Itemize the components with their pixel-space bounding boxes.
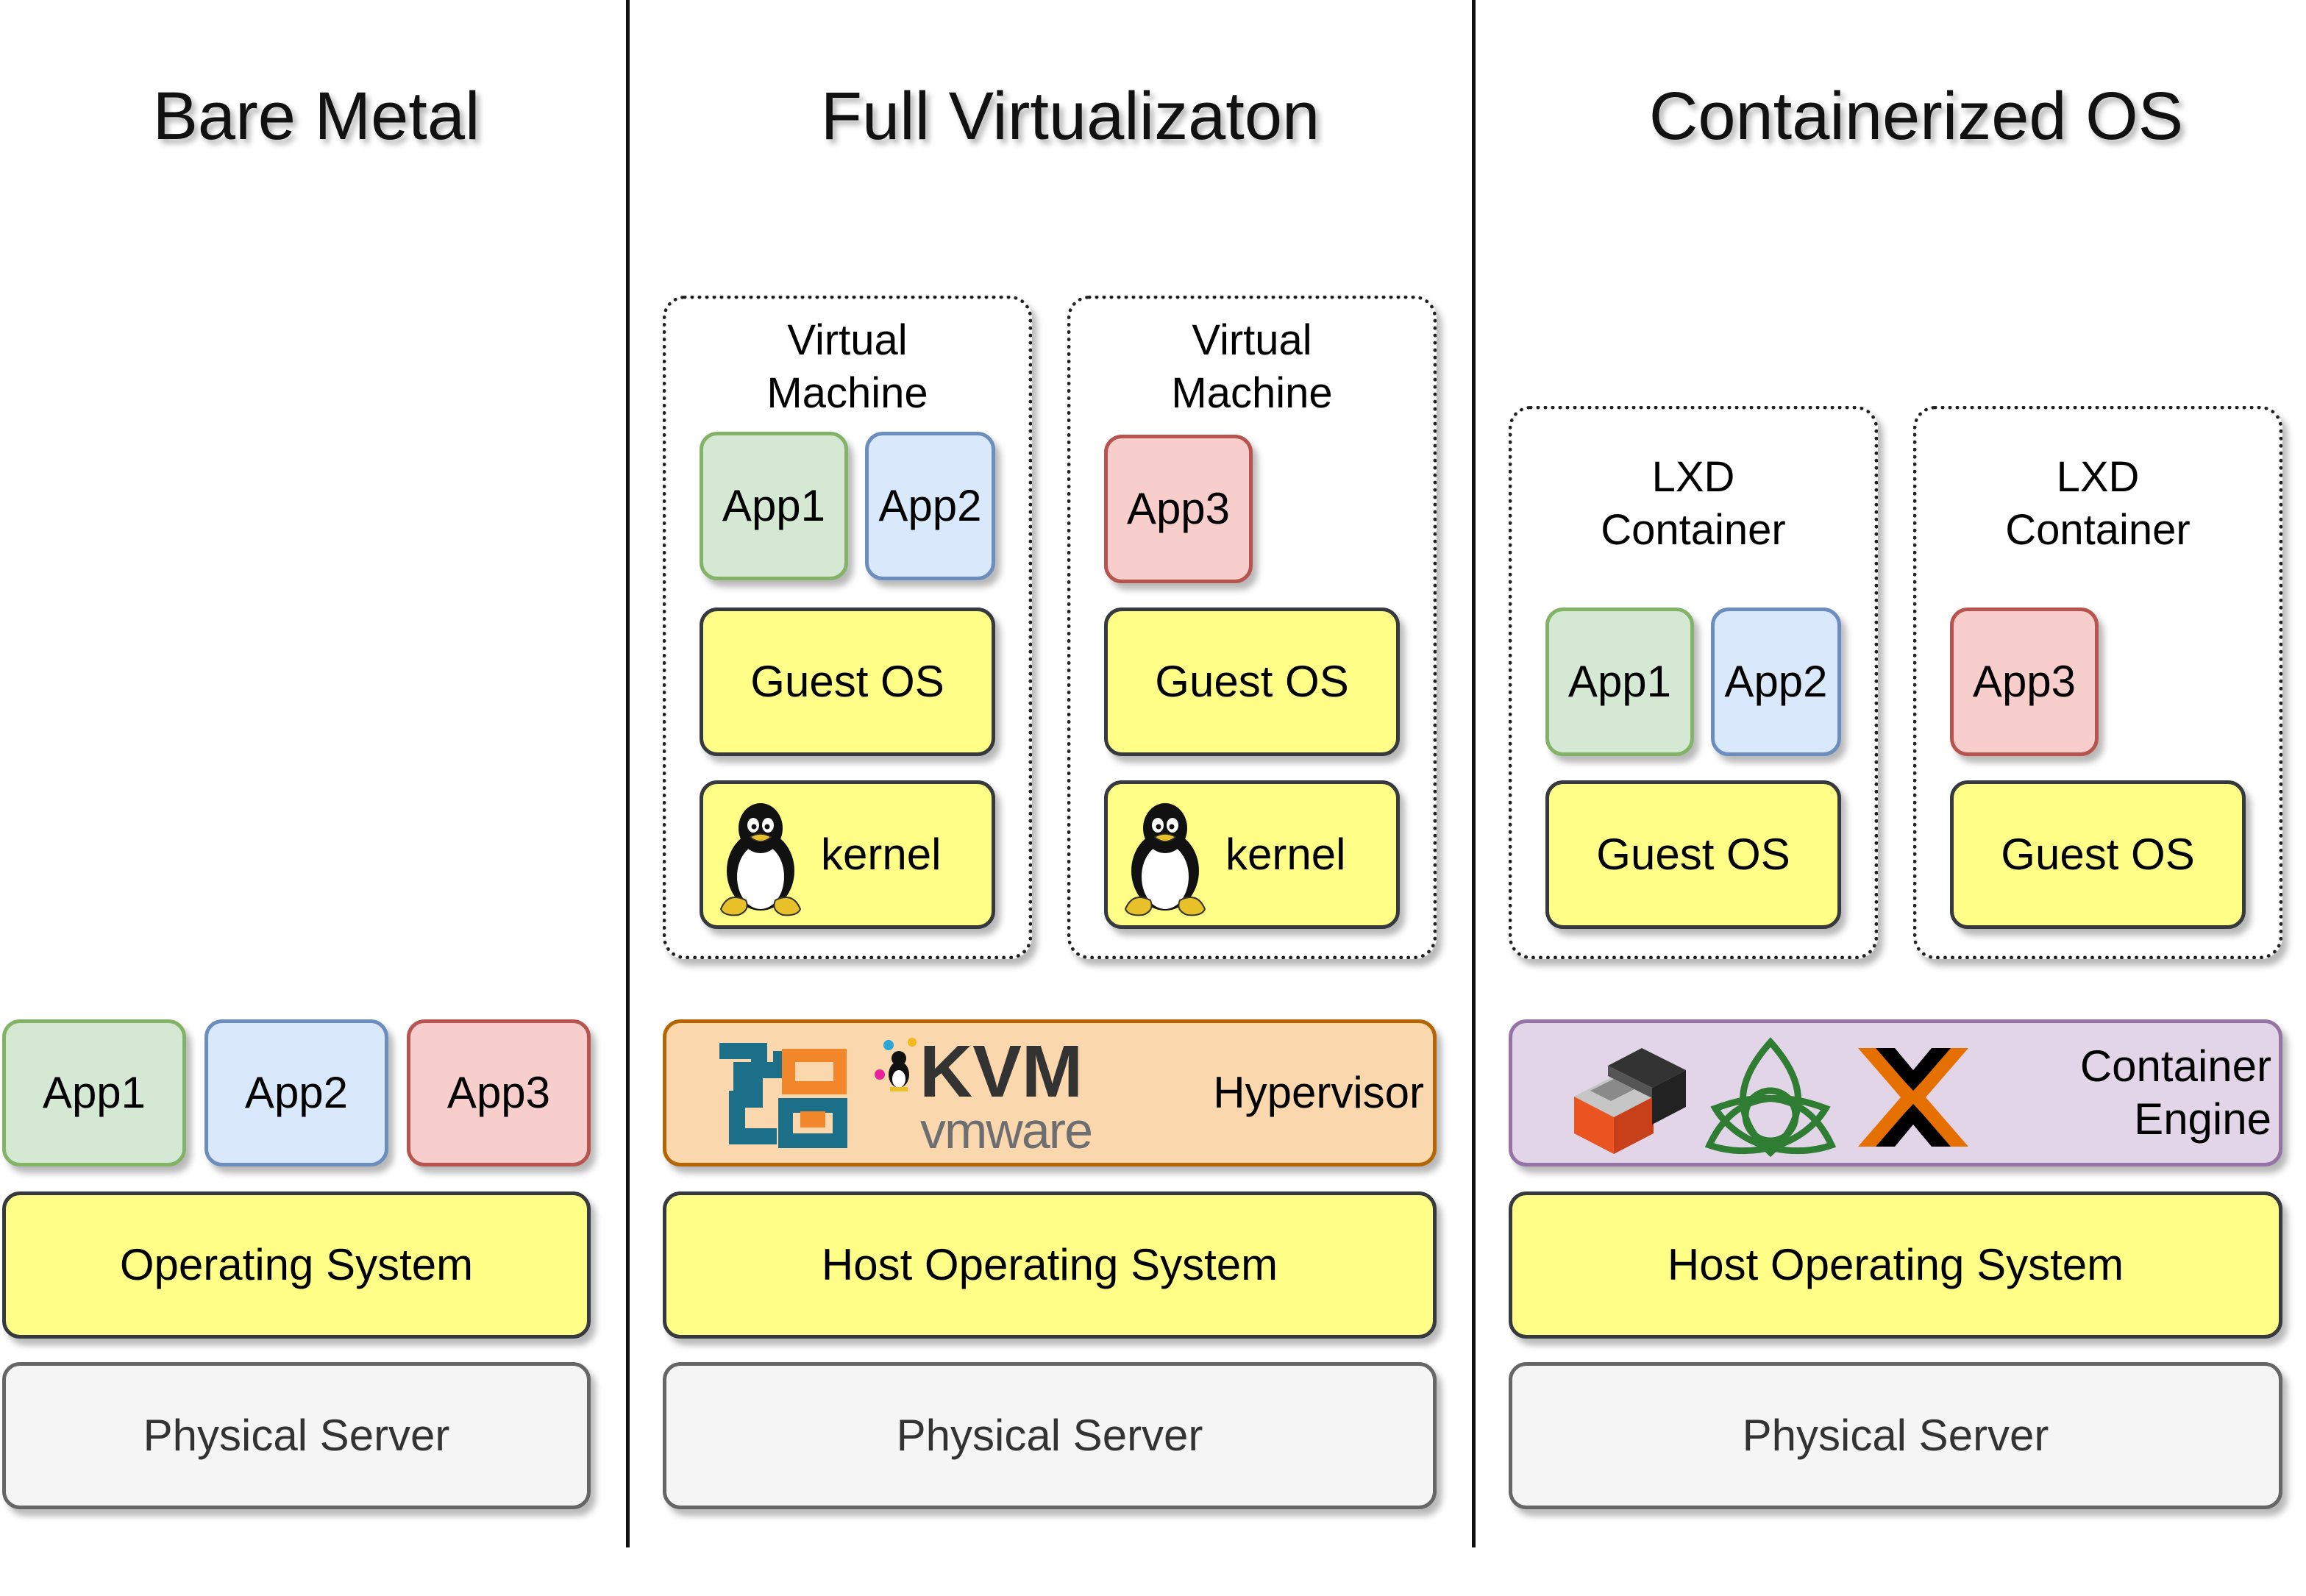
vm-label-line2: Machine	[766, 369, 928, 417]
physical-server-box: Physical Server	[663, 1362, 1437, 1509]
engine-label-line1: Container	[2079, 1041, 2271, 1091]
kernel-box: kernel	[1104, 780, 1400, 929]
container-engine-box: Container Engine	[1509, 1019, 2282, 1166]
vm-label-line1: Virtual	[787, 316, 908, 364]
kernel-box: kernel	[700, 780, 995, 929]
vm-label-line1: Virtual	[1192, 316, 1312, 364]
container-label-line2: Container	[1601, 506, 1786, 554]
container-engine-label: Container Engine	[2080, 1040, 2271, 1146]
column-divider-2	[1472, 0, 1476, 1547]
guest-os-box: Guest OS	[700, 608, 995, 756]
proxmox-icon	[1858, 1048, 1968, 1147]
physical-server-box: Physical Server	[2, 1362, 591, 1509]
operating-system-box: Operating System	[2, 1191, 591, 1339]
guest-os-box: Guest OS	[1104, 608, 1400, 756]
app3-box: App3	[1104, 435, 1253, 583]
heading-bare-metal: Bare Metal	[152, 79, 480, 154]
triquetra-icon	[1704, 1037, 1837, 1158]
app1-box: App1	[1545, 608, 1694, 756]
kernel-label: kernel	[1225, 830, 1346, 879]
app1-box: App1	[700, 432, 848, 580]
column-divider-1	[626, 0, 630, 1547]
hypervisor-box: KVM vmware Hypervisor	[663, 1019, 1437, 1166]
virtualbox-icon	[719, 1043, 847, 1148]
guest-os-box: Guest OS	[1545, 780, 1841, 929]
tux-penguin-icon	[719, 803, 802, 916]
kernel-label: kernel	[821, 830, 942, 879]
vmware-logo-text: vmware	[920, 1102, 1092, 1159]
hypervisor-label: Hypervisor	[1213, 1068, 1424, 1117]
app3-box: App3	[407, 1019, 591, 1166]
guest-os-box: Guest OS	[1950, 780, 2246, 929]
lxd-icon	[1574, 1048, 1686, 1154]
vmware-logo: vmware	[920, 1102, 1093, 1159]
app3-box: App3	[1950, 608, 2099, 756]
tux-penguin-icon	[1124, 803, 1206, 916]
host-operating-system-box: Host Operating System	[1509, 1191, 2282, 1339]
app2-box: App2	[1711, 608, 1841, 756]
kvm-logo: KVM	[875, 1030, 1083, 1113]
app2-box: App2	[204, 1019, 388, 1166]
engine-label-line2: Engine	[2134, 1094, 2271, 1144]
heading-full-virtualization: Full Virtualizaton	[820, 79, 1320, 154]
vm-label-line2: Machine	[1171, 369, 1333, 417]
heading-containerized-os: Containerized OS	[1648, 79, 2184, 154]
container-label-line1: LXD	[2056, 453, 2140, 501]
app1-box: App1	[2, 1019, 186, 1166]
physical-server-box: Physical Server	[1509, 1362, 2282, 1509]
app2-box: App2	[865, 432, 995, 580]
host-operating-system-box: Host Operating System	[663, 1191, 1437, 1339]
container-label-line1: LXD	[1651, 453, 1735, 501]
kvm-logo-text: KVM	[919, 1030, 1083, 1113]
container-label-line2: Container	[2005, 506, 2191, 554]
